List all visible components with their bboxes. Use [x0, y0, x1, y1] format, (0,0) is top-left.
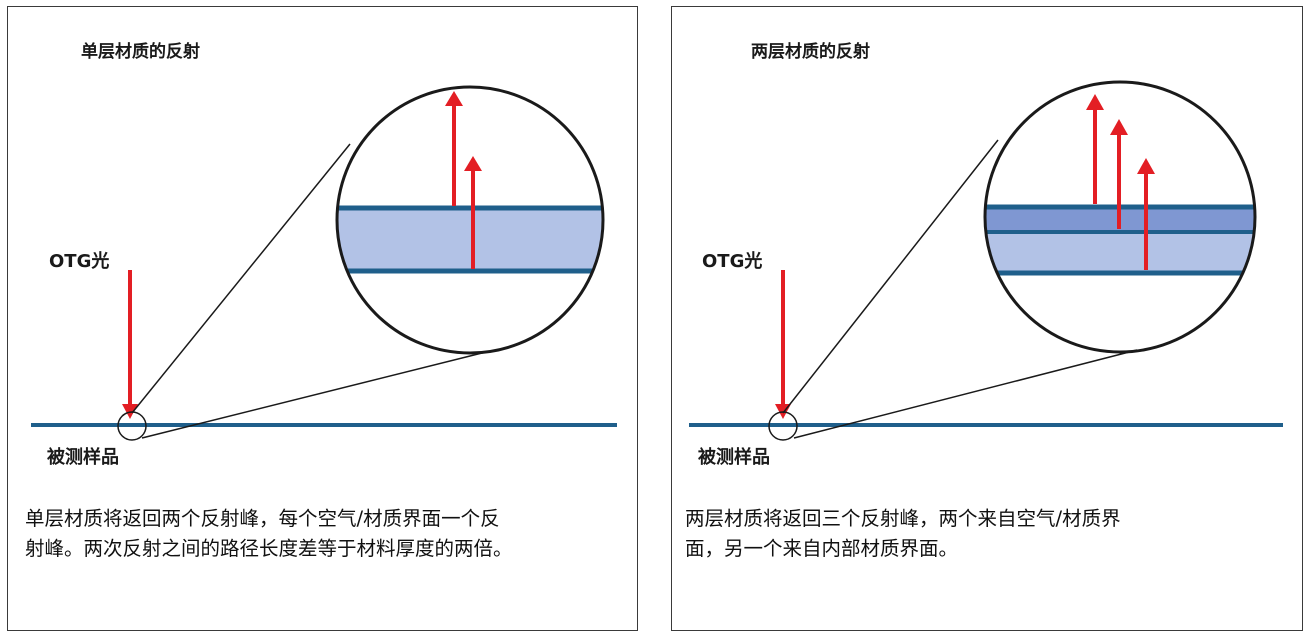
- caption-line-2: 射峰。两次反射之间的路径长度差等于材料厚度的两倍。: [25, 537, 513, 560]
- lower-material-layer: [985, 232, 1255, 273]
- panel-title: 两层材质的反射: [751, 42, 870, 62]
- single-layer-diagram: [31, 85, 617, 441]
- magnified-view: [337, 205, 603, 274]
- sample-label: 被测样品: [47, 447, 119, 468]
- reflection-arrowhead: [464, 156, 482, 171]
- zoom-connector-upper: [131, 143, 351, 414]
- caption-line-2: 面，另一个来自内部材质界面。: [685, 537, 959, 560]
- panel-title: 单层材质的反射: [81, 42, 200, 62]
- zoom-connector-lower: [141, 351, 487, 439]
- two-layer-panel: 两层材质的反射 OTG光 被测样品 两层材质将返回三个反射峰，两个来自空气/材质…: [671, 6, 1303, 631]
- reflection-arrowhead: [1137, 158, 1155, 174]
- otg-light-label: OTG光: [702, 251, 763, 272]
- caption: 单层材质将返回两个反射峰，每个空气/材质界面一个反 射峰。两次反射之间的路径长度…: [25, 504, 513, 564]
- sample-label: 被测样品: [698, 447, 770, 468]
- material-layer: [337, 208, 603, 271]
- single-layer-panel: 单层材质的反射 OTG光 被测样品 单层材质将返回两个反射峰，每个空气/材质界面…: [7, 6, 638, 631]
- reflection-arrowhead: [445, 91, 463, 106]
- reflection-arrowhead: [1110, 119, 1128, 135]
- zoom-connector-upper: [782, 139, 999, 414]
- otg-light-label: OTG光: [49, 251, 110, 272]
- magnifier-large-circle: [335, 85, 605, 355]
- upper-material-layer: [985, 207, 1255, 232]
- zoom-connector-lower: [793, 349, 1138, 439]
- caption-line-1: 单层材质将返回两个反射峰，每个空气/材质界面一个反: [25, 507, 500, 530]
- caption-line-1: 两层材质将返回三个反射峰，两个来自空气/材质界: [685, 507, 1121, 530]
- caption: 两层材质将返回三个反射峰，两个来自空气/材质界 面，另一个来自内部材质界面。: [685, 504, 1121, 564]
- reflection-arrowhead: [1086, 94, 1104, 110]
- magnified-view: [985, 204, 1255, 276]
- magnifier-large-circle: [983, 80, 1257, 354]
- two-layer-diagram: [689, 80, 1283, 441]
